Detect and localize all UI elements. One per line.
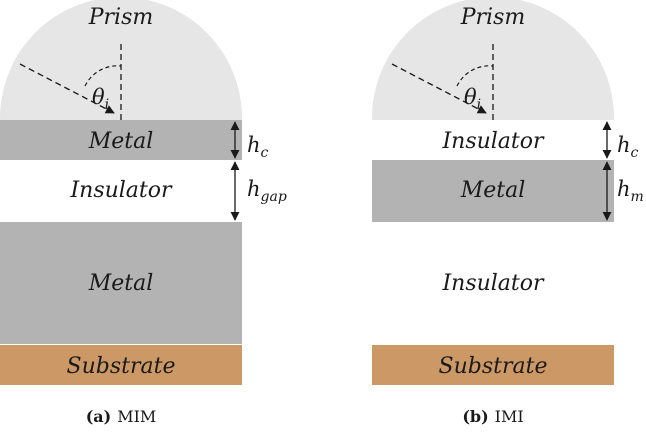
metal-label-top-a: Metal xyxy=(88,129,154,154)
panel-b-imi: Prism θi Insulator Metal Insulator Subst… xyxy=(372,0,644,426)
prism-label-a: Prism xyxy=(88,5,154,30)
insulator-label-bottom-b: Insulator xyxy=(441,271,545,296)
metal-label-bottom-a: Metal xyxy=(88,271,154,296)
hm-label-b: hm xyxy=(617,177,644,205)
incident-ray-b xyxy=(391,63,487,114)
substrate-a xyxy=(0,345,242,385)
metal-label-b: Metal xyxy=(460,178,526,203)
insulator-layer-top-b xyxy=(372,120,614,160)
substrate-label-a: Substrate xyxy=(67,354,176,379)
theta-label-a: θi xyxy=(92,85,109,113)
insulator-label-top-b: Insulator xyxy=(441,129,545,154)
prism-label-b: Prism xyxy=(460,5,526,30)
substrate-label-b: Substrate xyxy=(439,354,548,379)
panel-a-mim: Prism θi Metal Insulator Metal Substrate… xyxy=(0,0,287,426)
caption-b: (b)IMI xyxy=(462,407,523,426)
hc-label-a: hc xyxy=(247,133,269,161)
insulator-label-a: Insulator xyxy=(69,178,173,203)
theta-label-b: θi xyxy=(464,85,481,113)
metal-layer-top-a xyxy=(0,120,242,160)
caption-a: (a)MIM xyxy=(86,407,157,426)
hgap-label-a: hgap xyxy=(247,177,287,205)
angle-arc-a xyxy=(84,65,122,87)
hc-label-b: hc xyxy=(617,133,639,161)
metal-layer-bottom-a xyxy=(0,222,242,344)
metal-layer-b xyxy=(372,160,614,222)
insulator-layer-a xyxy=(0,160,242,222)
insulator-layer-bottom-b xyxy=(372,222,614,344)
substrate-b xyxy=(372,345,614,385)
angle-arc-b xyxy=(456,65,494,87)
incident-ray-a xyxy=(19,63,115,114)
